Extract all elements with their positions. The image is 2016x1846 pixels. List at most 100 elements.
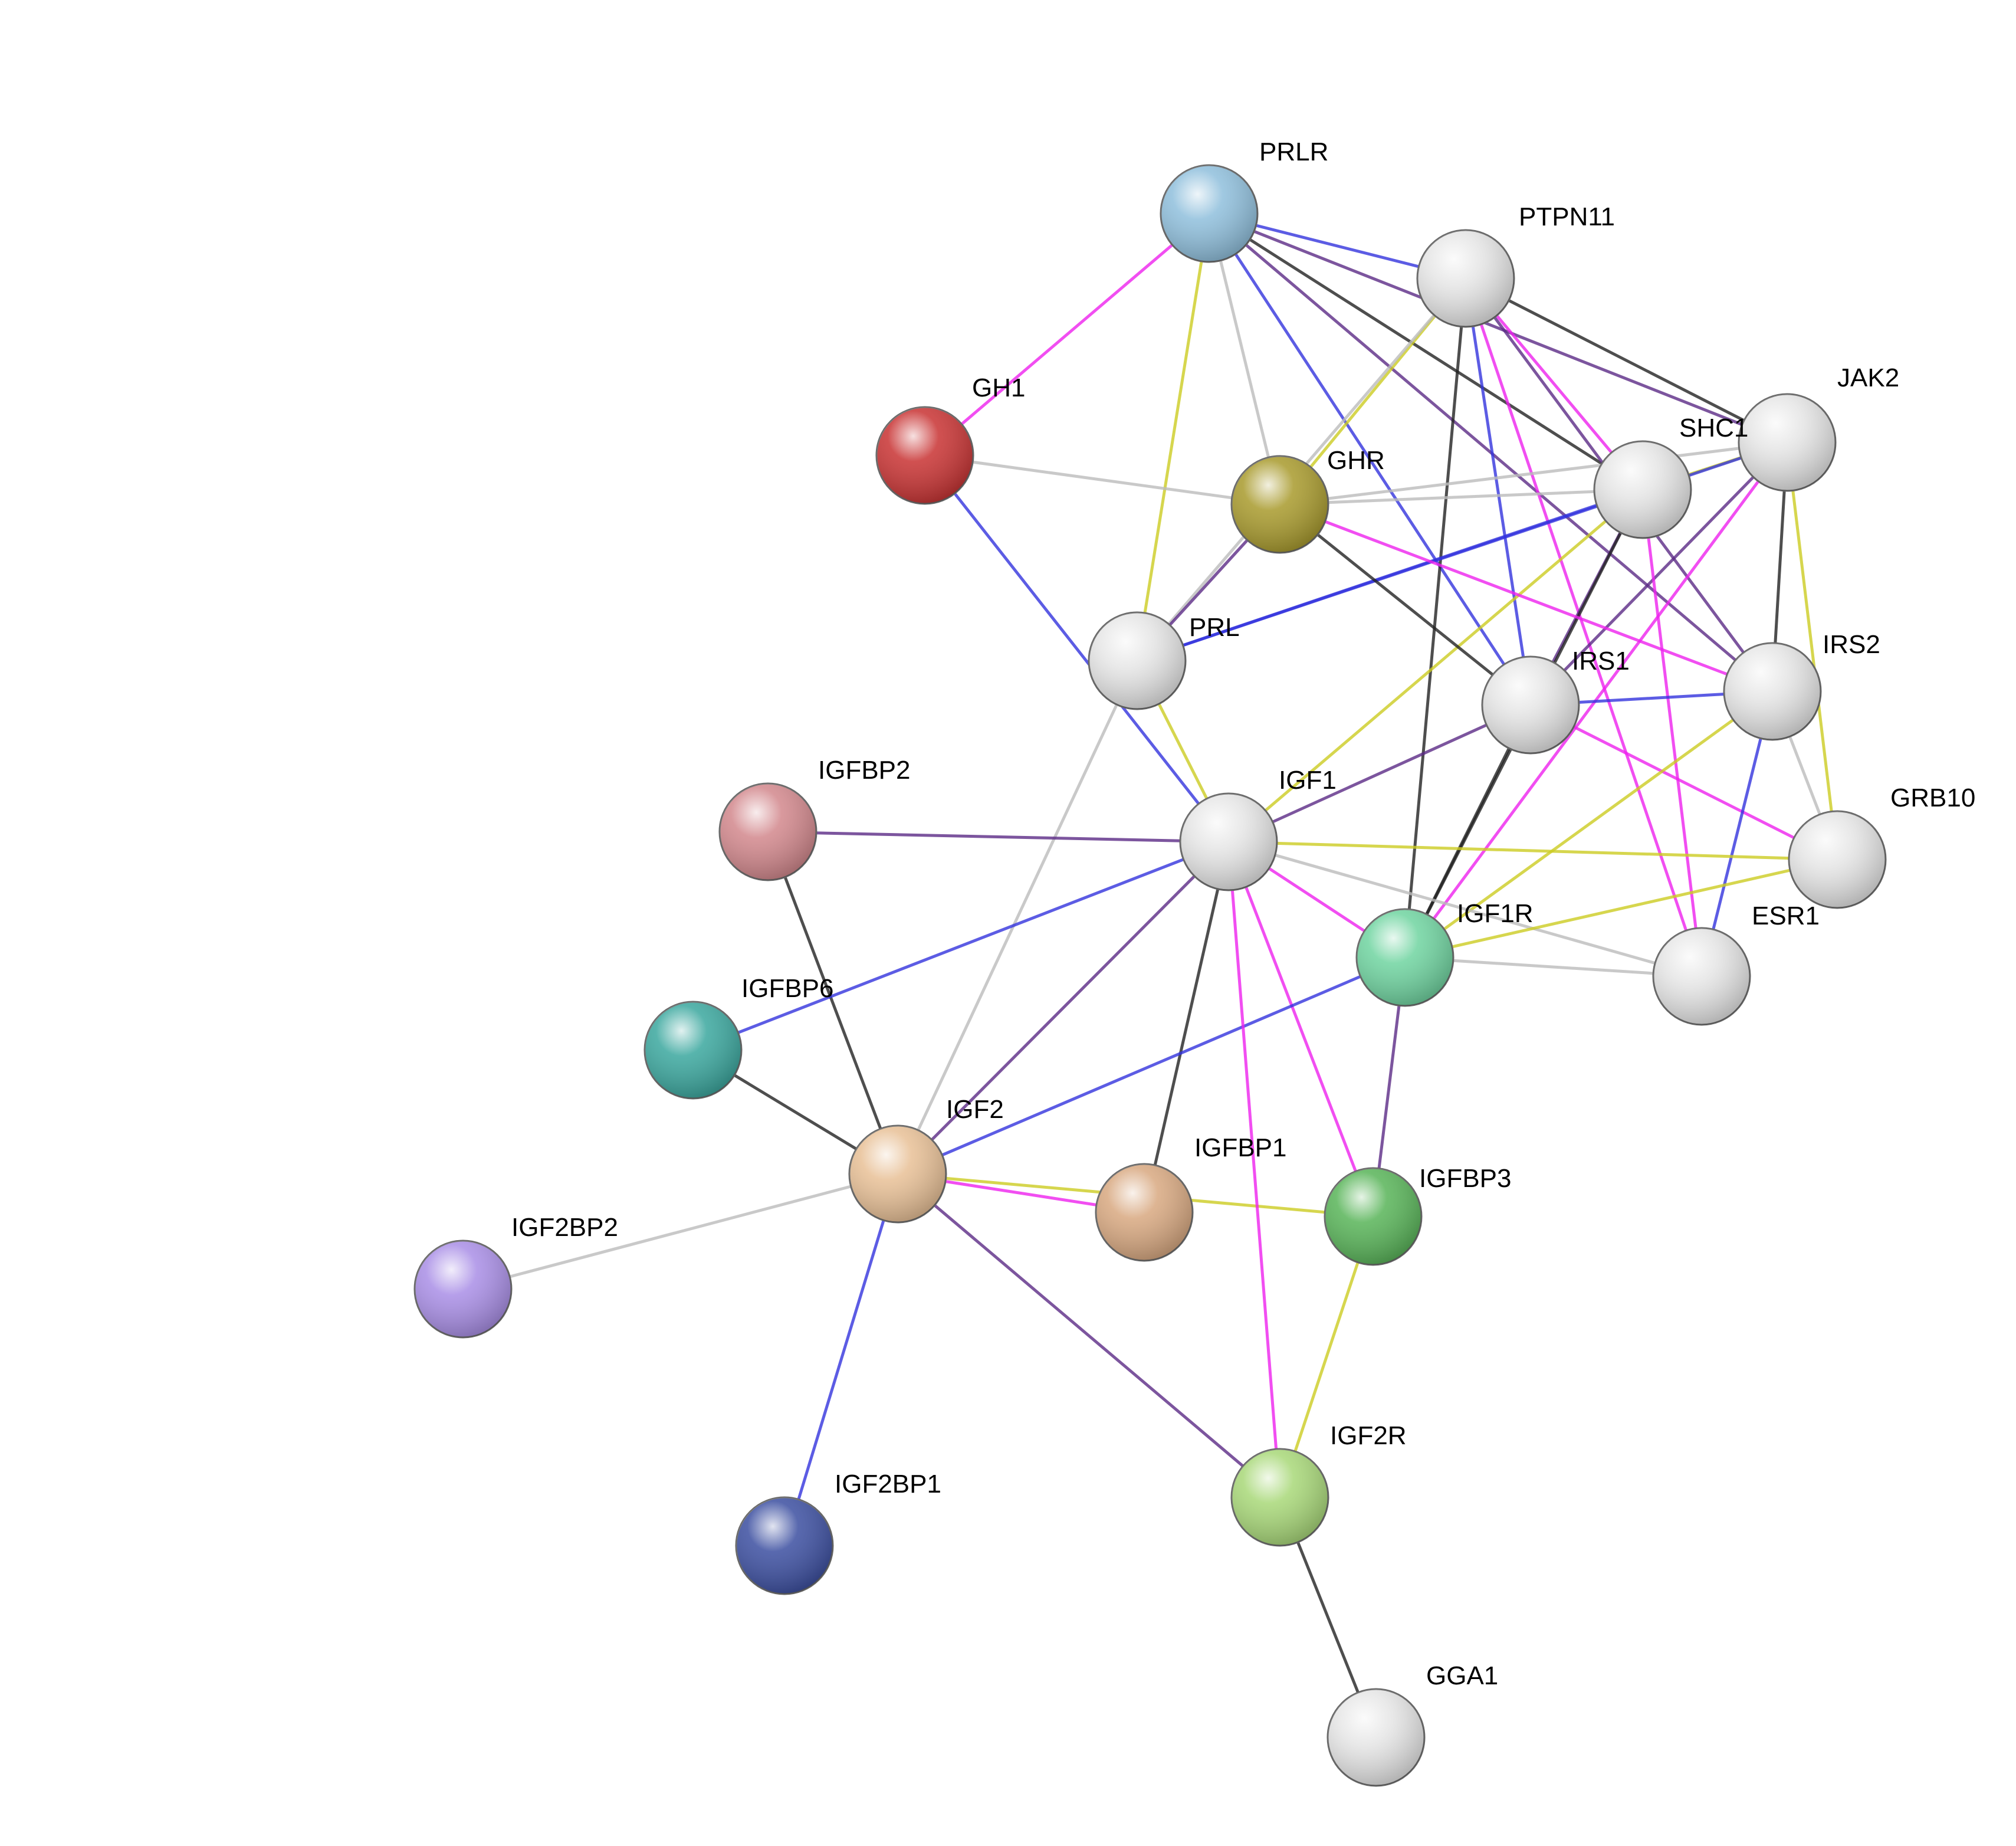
node-IRS2[interactable]: IRS2 bbox=[1723, 630, 1880, 741]
node-label: JAK2 bbox=[1837, 363, 1899, 392]
edge-PRLR-JAK2 bbox=[1209, 212, 1788, 444]
node-gloss bbox=[876, 407, 973, 504]
node-label: PRL bbox=[1189, 613, 1240, 642]
node-IGFBP2[interactable]: IGFBP2 bbox=[718, 756, 911, 881]
edge-IGF2R-IGFBP3 bbox=[1278, 1216, 1375, 1498]
node-IGF2R[interactable]: IGF2R bbox=[1230, 1421, 1407, 1547]
node-gloss bbox=[1357, 909, 1453, 1006]
node-label: IGFBP2 bbox=[818, 756, 911, 785]
edge-IGFBP2-IGF1 bbox=[767, 830, 1229, 844]
node-label: ESR1 bbox=[1752, 901, 1820, 930]
edge-IRS1-GRB10 bbox=[1529, 703, 1838, 861]
edge-IGF1-IGFBP3 bbox=[1227, 841, 1375, 1217]
edge-IGF1R-ESR1 bbox=[1404, 956, 1702, 978]
node-gloss bbox=[1739, 394, 1836, 491]
edge-PRLR-PRL bbox=[1135, 213, 1211, 661]
edge-GH1-GHR bbox=[924, 454, 1280, 506]
node-label: GH1 bbox=[972, 373, 1025, 402]
node-IRS1[interactable]: IRS1 bbox=[1481, 647, 1630, 755]
node-label: IRS2 bbox=[1823, 630, 1880, 659]
edge-JAK2-GHR bbox=[1279, 441, 1788, 506]
node-gloss bbox=[1789, 811, 1886, 908]
edge-IGF1-IGF2 bbox=[897, 841, 1230, 1175]
node-label: SHC1 bbox=[1679, 414, 1748, 442]
node-label: GRB10 bbox=[1890, 783, 1975, 812]
node-gloss bbox=[1089, 612, 1186, 709]
edge-IGF1-GRB10 bbox=[1228, 840, 1838, 861]
node-IGFBP1[interactable]: IGFBP1 bbox=[1095, 1133, 1287, 1262]
edge-PRLR-SHC1 bbox=[1208, 212, 1644, 491]
node-label: IRS1 bbox=[1572, 647, 1630, 676]
edge-JAK2-IRS1 bbox=[1529, 441, 1788, 706]
edge-IRS1-IGF1 bbox=[1227, 703, 1532, 844]
node-label: IGF2 bbox=[946, 1095, 1004, 1124]
node-label: PTPN11 bbox=[1519, 202, 1615, 231]
node-gloss bbox=[849, 1126, 946, 1222]
edge-IGF2-IGF2R bbox=[897, 1173, 1281, 1499]
node-label: GGA1 bbox=[1426, 1661, 1498, 1690]
node-IGF1R[interactable]: IGF1R bbox=[1355, 899, 1534, 1007]
node-label: IGFBP1 bbox=[1194, 1133, 1287, 1162]
node-IGF1[interactable]: IGF1 bbox=[1179, 766, 1337, 891]
node-gloss bbox=[645, 1002, 741, 1099]
node-gloss bbox=[1653, 928, 1750, 1025]
edge-IRS2-IGF1R bbox=[1404, 690, 1774, 959]
node-IGF2BP1[interactable]: IGF2BP1 bbox=[735, 1470, 941, 1595]
node-PTPN11[interactable]: PTPN11 bbox=[1416, 202, 1615, 328]
node-label: IGF1 bbox=[1279, 766, 1337, 795]
node-label: IGF2BP2 bbox=[511, 1213, 618, 1242]
node-label: IGFBP3 bbox=[1419, 1164, 1512, 1193]
node-gloss bbox=[415, 1241, 511, 1337]
node-gloss bbox=[1096, 1164, 1193, 1261]
node-gloss bbox=[736, 1497, 833, 1594]
node-gloss bbox=[1328, 1689, 1424, 1786]
edge-PRLR-IRS1 bbox=[1207, 212, 1532, 706]
node-gloss bbox=[720, 783, 816, 880]
node-GGA1[interactable]: GGA1 bbox=[1327, 1661, 1498, 1787]
node-label: IGF2BP1 bbox=[835, 1470, 941, 1499]
node-IGFBP6[interactable]: IGFBP6 bbox=[643, 974, 834, 1100]
edge-PTPN11-ESR1 bbox=[1464, 278, 1703, 977]
edge-PTPN11-JAK2 bbox=[1465, 277, 1788, 444]
edge-IGF1-IGFBP6 bbox=[692, 840, 1229, 1052]
edge-JAK2-GRB10 bbox=[1785, 442, 1839, 860]
node-IGF2[interactable]: IGF2 bbox=[848, 1095, 1004, 1224]
node-GRB10[interactable]: GRB10 bbox=[1788, 783, 1975, 909]
node-gloss bbox=[1482, 657, 1579, 753]
edge-IGF1-ESR1 bbox=[1228, 840, 1702, 978]
edge-IGFBP2-IGF2 bbox=[766, 831, 899, 1175]
edge-PTPN11-IRS1 bbox=[1464, 278, 1532, 706]
edge-IGF1R-IGF2 bbox=[897, 956, 1406, 1176]
edge-SHC1-ESR1 bbox=[1641, 489, 1703, 977]
node-GH1[interactable]: GH1 bbox=[875, 373, 1025, 505]
node-label: PRLR bbox=[1259, 137, 1328, 166]
node-gloss bbox=[1594, 441, 1691, 538]
node-IGFBP3[interactable]: IGFBP3 bbox=[1324, 1164, 1512, 1266]
edge-PRL-IGF2 bbox=[896, 660, 1139, 1175]
node-gloss bbox=[1325, 1168, 1421, 1265]
edge-SHC1-IGF1 bbox=[1227, 488, 1644, 843]
node-PRL[interactable]: PRL bbox=[1088, 611, 1240, 710]
node-SHC1[interactable]: SHC1 bbox=[1593, 414, 1748, 539]
node-gloss bbox=[1232, 1449, 1328, 1546]
node-label: IGFBP6 bbox=[741, 974, 834, 1003]
node-gloss bbox=[1724, 643, 1821, 740]
edge-GHR-IRS1 bbox=[1279, 503, 1532, 706]
edge-PTPN11-IGF1R bbox=[1403, 278, 1467, 958]
edge-PRLR-GH1 bbox=[924, 212, 1210, 457]
node-gloss bbox=[1232, 456, 1328, 553]
node-PRLR[interactable]: PRLR bbox=[1160, 137, 1328, 263]
edge-IGF1R-GRB10 bbox=[1404, 858, 1838, 959]
edge-SHC1-PRL bbox=[1137, 488, 1643, 663]
node-ESR1[interactable]: ESR1 bbox=[1652, 901, 1820, 1026]
node-IGF2BP2[interactable]: IGF2BP2 bbox=[413, 1213, 618, 1339]
node-GHR[interactable]: GHR bbox=[1230, 446, 1385, 554]
edge-PRLR-GHR bbox=[1207, 213, 1282, 505]
edge-SHC1-GHR bbox=[1279, 488, 1643, 506]
edge-GHR-IRS2 bbox=[1279, 503, 1773, 693]
edge-IGF2-IGF2BP2 bbox=[462, 1172, 898, 1291]
edge-IGF2-IGF2BP1 bbox=[783, 1173, 899, 1546]
node-JAK2[interactable]: JAK2 bbox=[1738, 363, 1899, 492]
